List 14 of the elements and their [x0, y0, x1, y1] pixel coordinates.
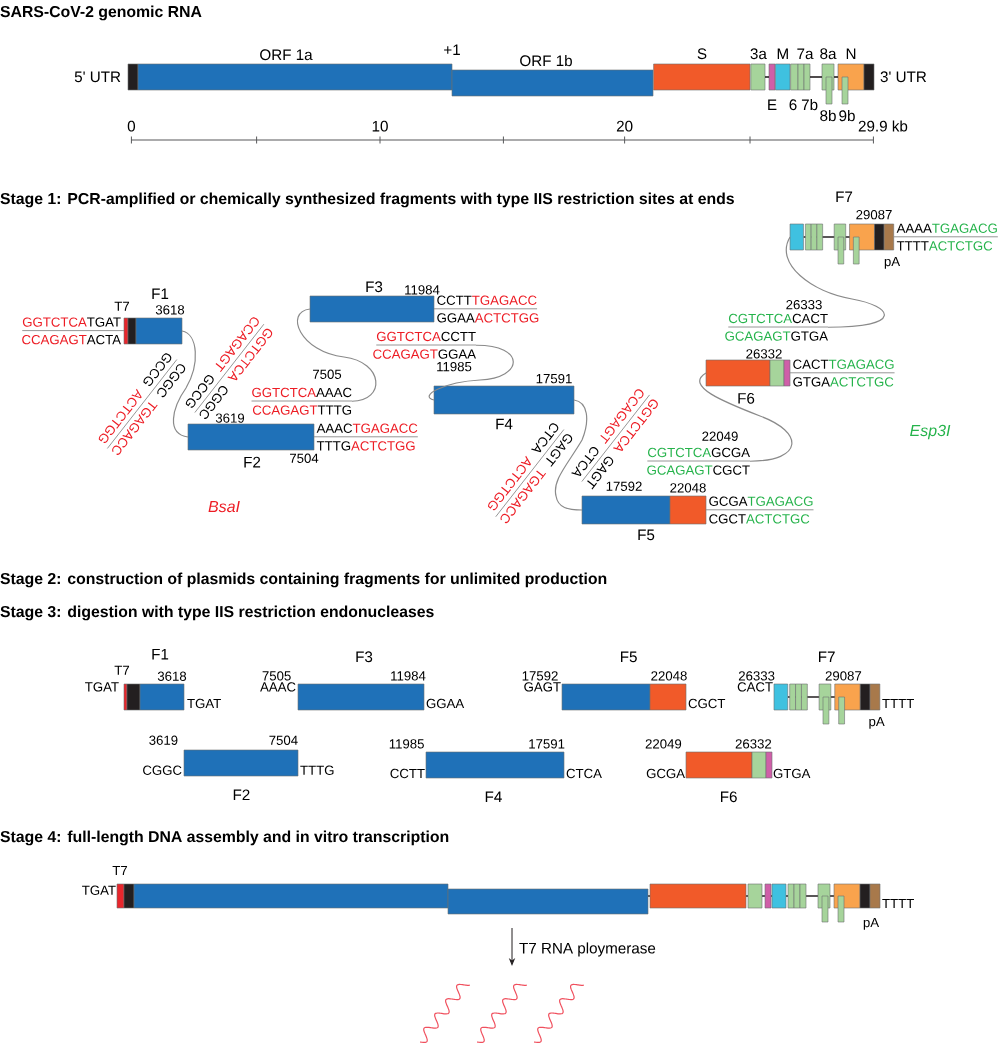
connector-line: [785, 236, 885, 328]
rna-strand: [419, 983, 471, 1044]
genome-line: [833, 76, 839, 78]
rna-strand: [533, 983, 585, 1044]
connector-line: [296, 308, 377, 402]
rna-strand: [476, 983, 528, 1044]
genome-line: [809, 76, 823, 78]
arrow: [509, 927, 515, 966]
enzyme-label: Esp3I: [910, 424, 951, 440]
connector-line: [172, 330, 196, 438]
connector-line: [554, 399, 588, 511]
connector-line: [428, 344, 514, 401]
enzyme-label: BsaI: [208, 501, 240, 513]
genome-line: [764, 76, 770, 78]
